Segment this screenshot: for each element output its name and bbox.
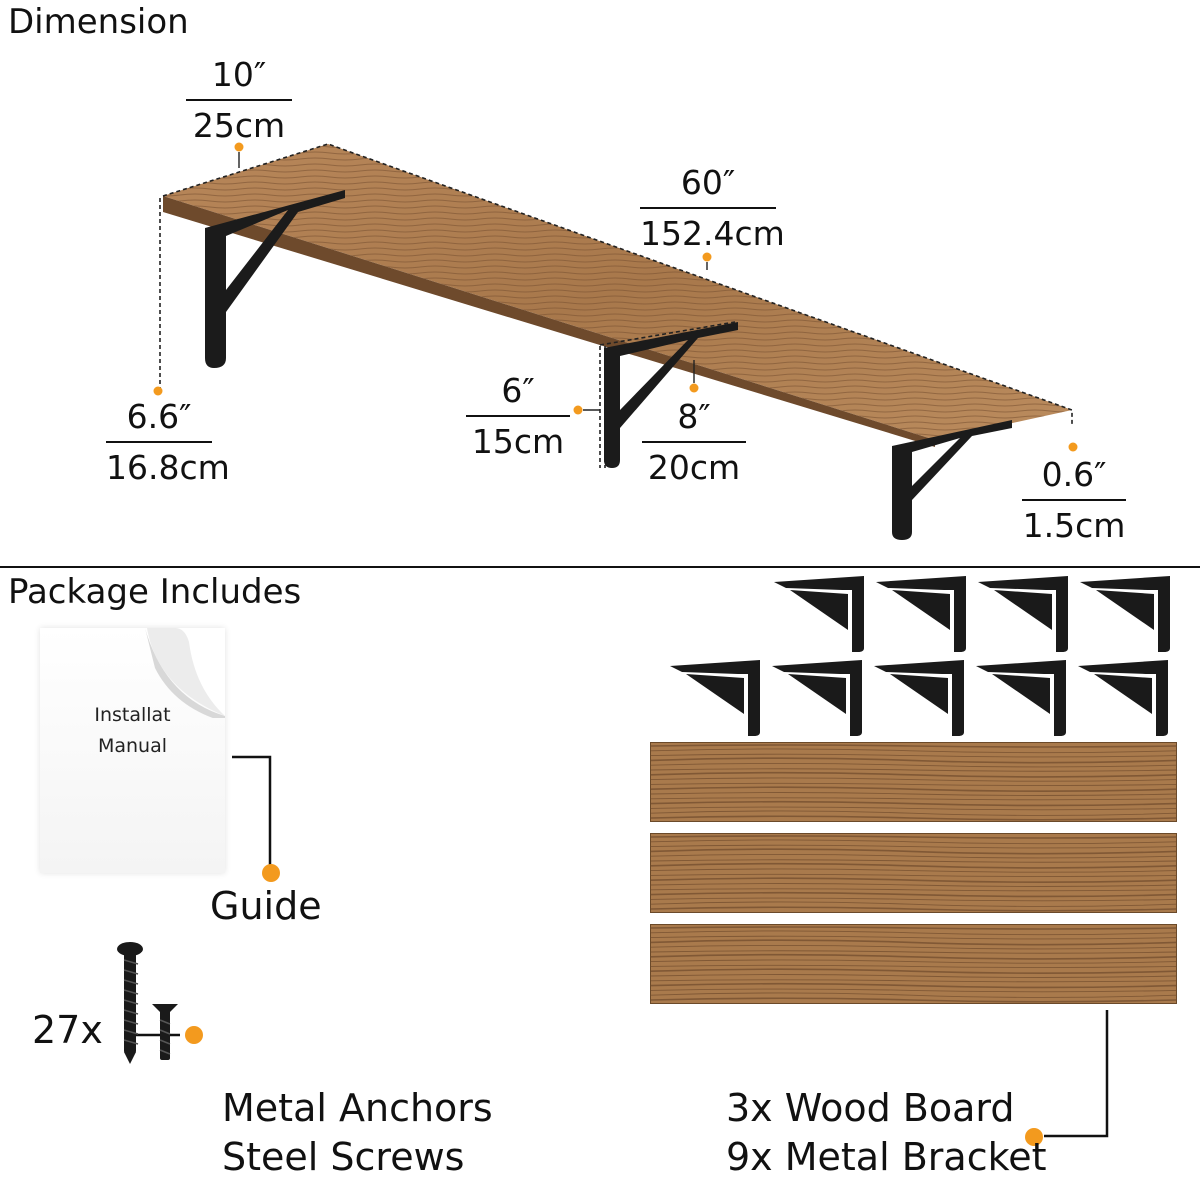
bracket-icon: [874, 660, 964, 736]
height-metric: 16.8cm: [106, 448, 230, 487]
boards-description: 3x Wood Board 9x Metal Bracket: [726, 1084, 1047, 1183]
bracket-icon: [205, 190, 345, 368]
height-dimension: 6.6″ 16.8cm: [106, 400, 230, 487]
wood-board: [650, 742, 1177, 822]
thickness-metric: 1.5cm: [1022, 506, 1126, 545]
boards-line1: 3x Wood Board: [726, 1086, 1015, 1130]
installation-manual: Installat Manual: [40, 628, 225, 873]
bracket-depth-metric: 20cm: [647, 448, 741, 487]
bracket-icon: [670, 660, 760, 736]
shelf-board: [163, 144, 1072, 447]
bracket-height-metric: 15cm: [471, 422, 565, 461]
length-dimension: 60″ 152.4cm: [640, 166, 785, 253]
bracket-depth-imperial: 8″: [642, 400, 746, 443]
dimension-title: Dimension: [8, 2, 189, 42]
height-imperial: 6.6″: [106, 400, 212, 443]
length-metric: 152.4cm: [640, 214, 785, 253]
depth-dimension: 10″ 25cm: [186, 58, 292, 142]
bracket-icon: [1078, 660, 1168, 736]
bracket-height-dimension: 6″ 15cm: [466, 374, 570, 458]
bracket-icon: [774, 576, 864, 652]
length-imperial: 60″: [640, 166, 776, 209]
screws-line1: Metal Anchors: [222, 1086, 493, 1130]
screws-description: Metal Anchors Steel Screws: [222, 1084, 493, 1183]
bracket-icon: [978, 576, 1068, 652]
bracket-icon: [976, 660, 1066, 736]
depth-metric: 25cm: [192, 106, 286, 145]
boards-line2: 9x Metal Bracket: [726, 1135, 1047, 1180]
bracket-icon: [892, 420, 1012, 540]
boards-connector: [1025, 1010, 1109, 1146]
section-divider: [0, 566, 1200, 568]
bracket-icon: [604, 322, 738, 468]
manual-title-line1: Installat: [94, 704, 171, 726]
thickness-imperial: 0.6″: [1022, 458, 1126, 501]
screw-count: 27x: [32, 1008, 103, 1052]
wood-board: [650, 833, 1177, 913]
guide-label: Guide: [210, 884, 322, 928]
thickness-dimension: 0.6″ 1.5cm: [1022, 458, 1126, 542]
bracket-depth-dimension: 8″ 20cm: [642, 400, 746, 484]
bracket-icon: [1080, 576, 1170, 652]
bracket-icon: [772, 660, 862, 736]
dimension-markers: [153, 142, 1078, 452]
shelf-diagram: [153, 142, 1078, 540]
wood-board: [650, 924, 1177, 1004]
manual-title-line2: Manual: [97, 735, 168, 757]
package-title: Package Includes: [8, 572, 302, 612]
depth-imperial: 10″: [186, 58, 292, 101]
page-curl-icon: [135, 628, 225, 718]
bracket-icon: [876, 576, 966, 652]
screws-line2: Steel Screws: [222, 1135, 465, 1180]
bracket-height-imperial: 6″: [466, 374, 570, 417]
screw-icon: [117, 942, 178, 1064]
